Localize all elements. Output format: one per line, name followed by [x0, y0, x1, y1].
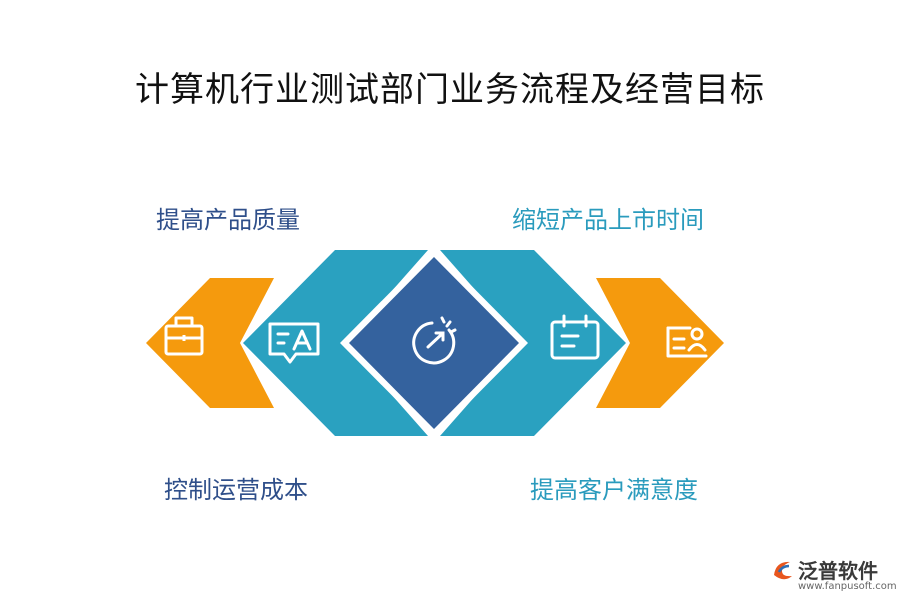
logo-url: www.fanpusoft.com	[798, 581, 897, 592]
logo-name: 泛普软件	[798, 559, 878, 583]
page-title: 计算机行业测试部门业务流程及经营目标	[135, 70, 765, 110]
timer-gauge-icon	[412, 316, 457, 365]
left-teal-chevron	[243, 250, 428, 436]
label-customer-satisfaction: 提高客户满意度	[530, 476, 698, 504]
briefcase-icon	[164, 316, 204, 356]
right-orange-chevron	[596, 278, 724, 408]
right-teal-chevron	[440, 250, 626, 436]
label-control-costs: 控制运营成本	[164, 476, 308, 504]
left-orange-chevron	[146, 278, 274, 408]
calendar-icon	[550, 314, 600, 360]
text-chat-icon	[268, 322, 320, 364]
user-card-icon	[666, 326, 708, 358]
brand-logo: 泛普软件 www.fanpusoft.com	[770, 555, 897, 597]
logo-swirl-icon	[774, 561, 792, 580]
label-shorten-time-to-market: 缩短产品上市时间	[512, 206, 704, 234]
label-improve-quality: 提高产品质量	[156, 206, 300, 234]
